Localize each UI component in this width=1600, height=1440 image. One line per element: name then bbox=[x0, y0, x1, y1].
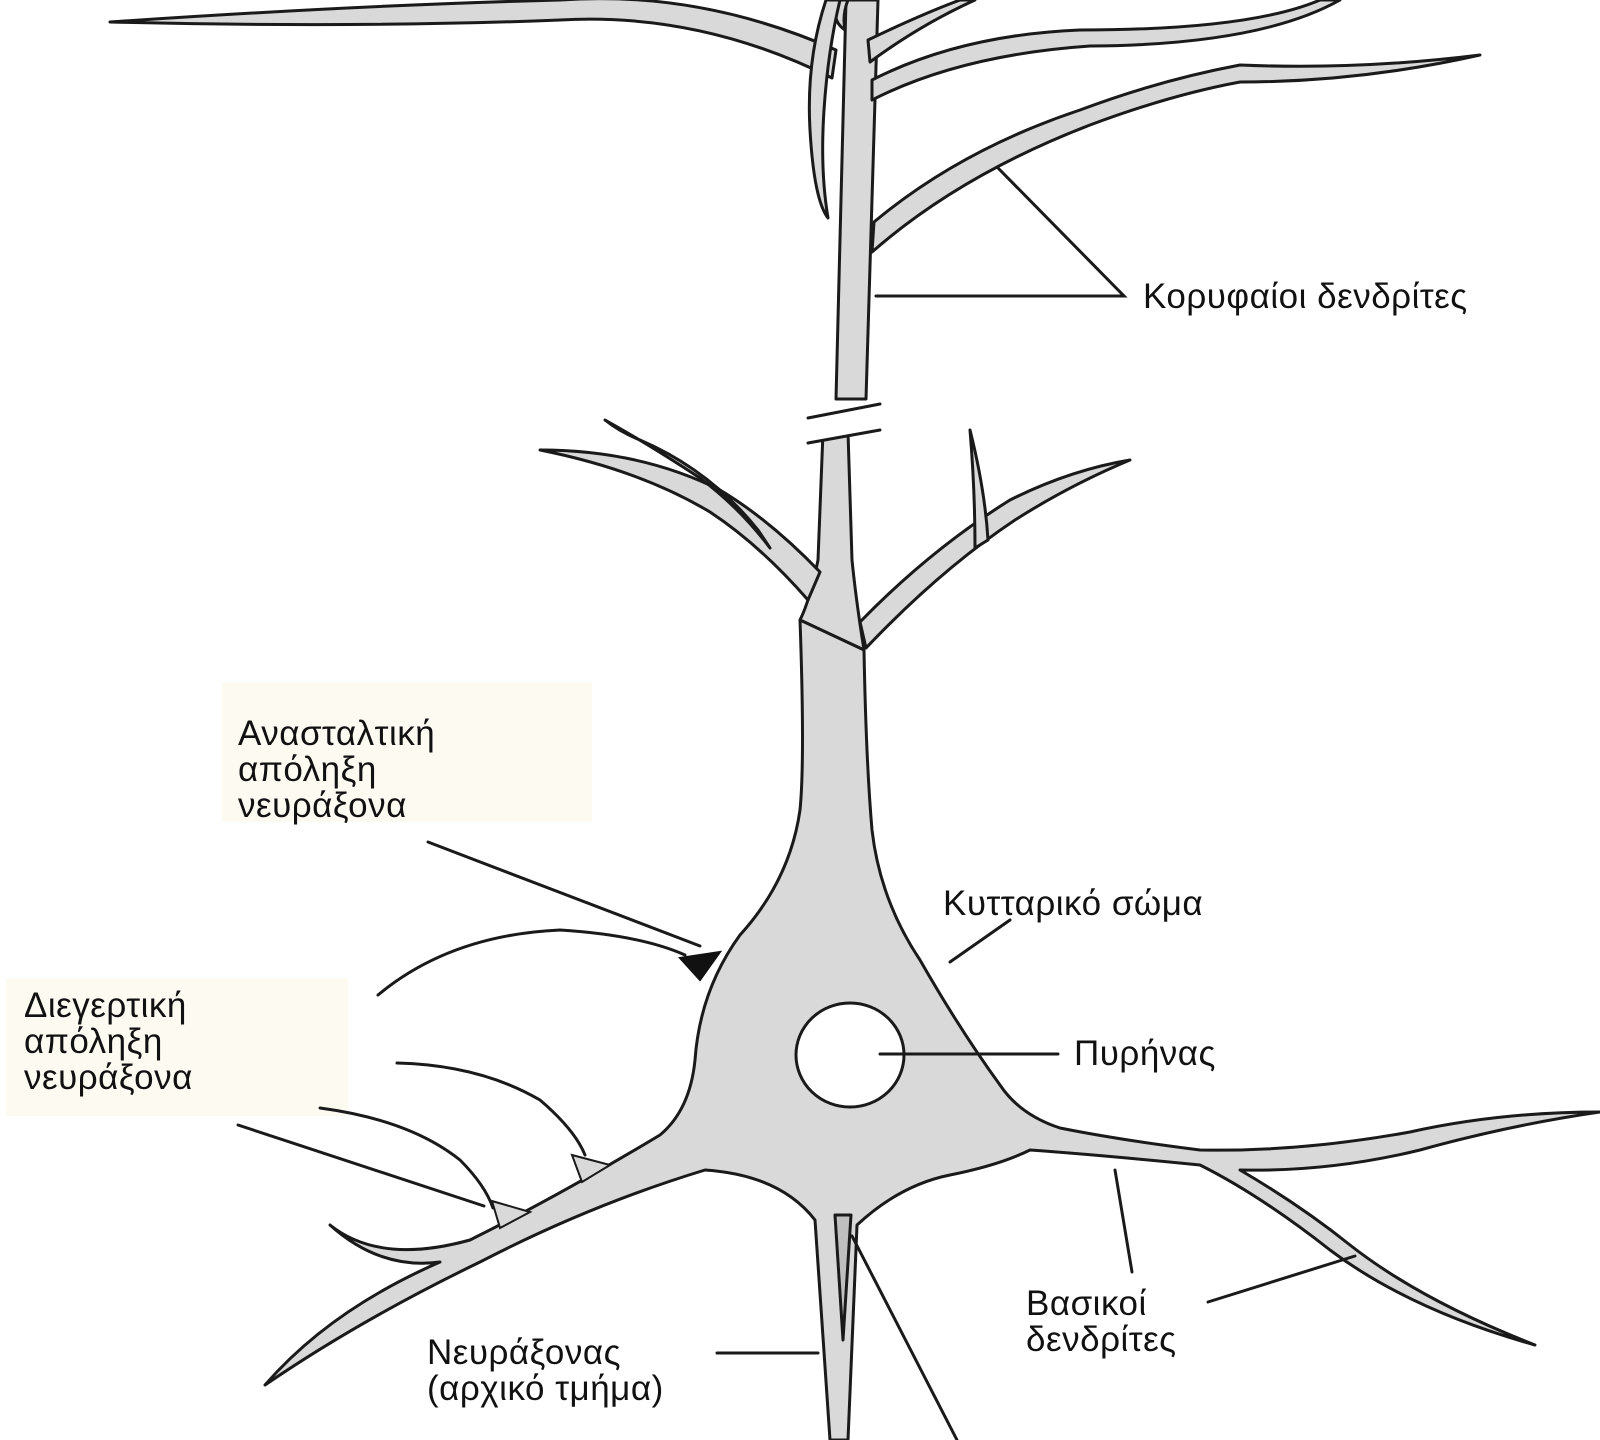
excitatory-terminal-label-line-1: Διεγερτική bbox=[24, 988, 193, 1024]
cell-body-leader bbox=[950, 920, 1010, 962]
axon-label-line-1: Νευράξονας bbox=[427, 1335, 664, 1371]
inhibitory-terminal-label-line-2: απόληξη bbox=[238, 752, 435, 788]
apical-dendrites-label: Κορυφαίοι δενδρίτες bbox=[1143, 279, 1468, 315]
cell-body bbox=[265, 620, 1600, 1440]
axon-label-line-2: (αρχικό τμήμα) bbox=[427, 1371, 664, 1407]
inhibitory-axon-fiber bbox=[378, 930, 685, 995]
inhibitory-terminal-label: Ανασταλτική απόληξη νευράξονα bbox=[238, 716, 435, 824]
inhibitory-terminal-label-line-1: Ανασταλτική bbox=[238, 716, 435, 752]
inhibitory-terminal-label-line-3: νευράξονα bbox=[238, 788, 435, 824]
excitatory-terminal-leader bbox=[238, 1125, 484, 1206]
nucleus-label: Πυρήνας bbox=[1074, 1036, 1216, 1072]
apical-dendrite-lower-segment bbox=[800, 432, 864, 650]
apical-dendrite-branch-upper-left bbox=[110, 0, 836, 78]
oblique-dendrite-right bbox=[860, 460, 1130, 648]
inhibitory-terminal bbox=[680, 952, 720, 980]
oblique-dendrite-left bbox=[540, 450, 820, 600]
apical-dendrite-branch-right-long bbox=[872, 55, 1480, 252]
cell-body-label: Κυτταρικό σώμα bbox=[943, 886, 1203, 922]
apical-dendrite-branch-mid bbox=[809, 0, 840, 218]
excitatory-terminal-label-line-3: νευράξονα bbox=[24, 1060, 193, 1096]
excitatory-axon-fiber-upper bbox=[397, 1063, 585, 1155]
basal-dendrites-label-line-2: δενδρίτες bbox=[1026, 1322, 1177, 1358]
excitatory-axon-fiber-lower bbox=[320, 1108, 493, 1208]
basal-dendrites-leader-upper bbox=[1115, 1170, 1132, 1272]
excitatory-terminal-label: Διεγερτική απόληξη νευράξονα bbox=[24, 988, 193, 1096]
excitatory-terminal-label-line-2: απόληξη bbox=[24, 1024, 193, 1060]
basal-dendrites-label: Βασικοί δενδρίτες bbox=[1026, 1286, 1177, 1358]
apical-dendrites-leader bbox=[876, 168, 1124, 296]
basal-dendrites-label-line-1: Βασικοί bbox=[1026, 1286, 1177, 1322]
axon-hillock-leader bbox=[852, 1236, 957, 1440]
basal-dendrites-leader-lower bbox=[1208, 1256, 1355, 1302]
axon-label: Νευράξονας (αρχικό τμήμα) bbox=[427, 1335, 664, 1407]
